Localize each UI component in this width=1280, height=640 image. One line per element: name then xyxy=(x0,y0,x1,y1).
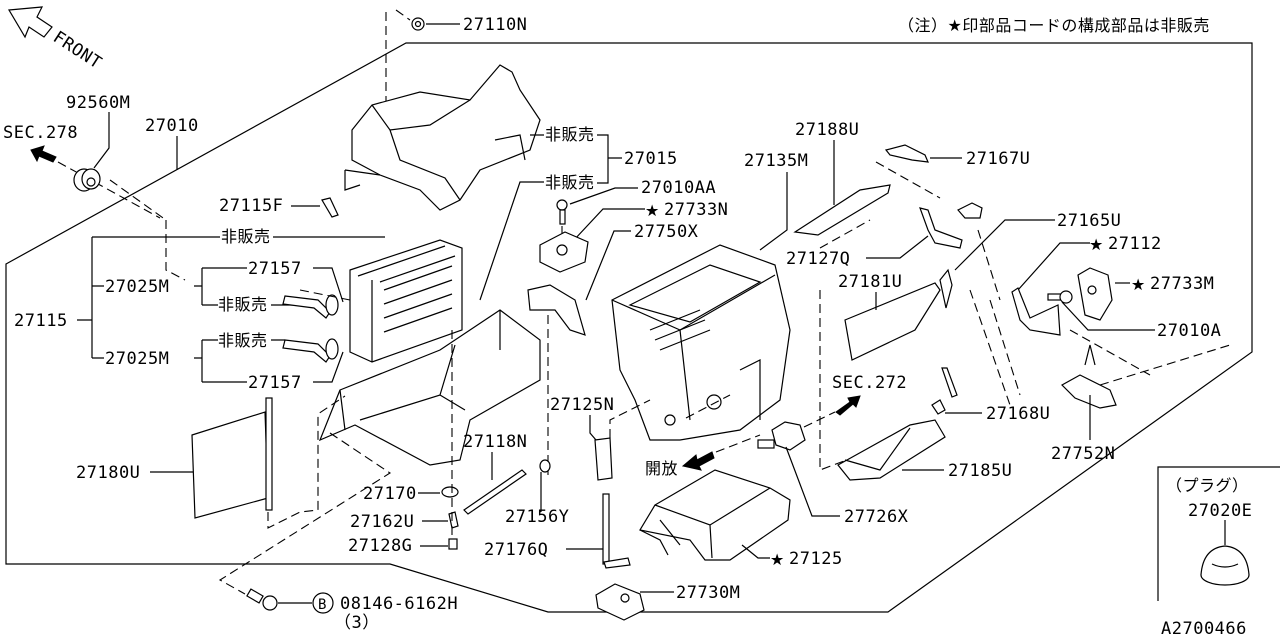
assembly-outline xyxy=(5,42,1253,613)
part-label-92560M: 92560M xyxy=(66,93,130,113)
part-label-27733N: 27733N xyxy=(664,200,728,220)
plug-box-frame xyxy=(1157,466,1280,601)
sec-278-label: SEC.278 xyxy=(3,123,78,143)
part-label-27010AA: 27010AA xyxy=(641,178,716,198)
part-label-27112: 27112 xyxy=(1108,234,1162,254)
note-text: （注）★印部品コードの構成部品は非販売 xyxy=(898,16,1210,35)
bolt-quantity: （3） xyxy=(334,613,380,633)
cover-27185U xyxy=(837,419,946,481)
non-sale-label-3: 非販売 xyxy=(221,227,271,246)
star-icon: ★ xyxy=(1133,274,1144,294)
lever-27165U xyxy=(939,268,953,309)
part-label-27188U: 27188U xyxy=(795,120,859,140)
part-label-27010: 27010 xyxy=(145,116,199,136)
part-label-27162U: 27162U xyxy=(350,512,414,532)
filter-27125N xyxy=(594,437,613,481)
part-label-27020E: 27020E xyxy=(1188,501,1252,521)
bolt-27128G xyxy=(448,538,458,550)
part-label-27176Q: 27176Q xyxy=(484,540,548,560)
link-27127Q xyxy=(919,202,983,249)
drawing-id: A2700466 xyxy=(1161,619,1247,639)
part-label-27125: 27125 xyxy=(789,549,843,569)
circled-b-icon: B xyxy=(312,592,334,614)
star-icon: ★ xyxy=(647,200,658,220)
part-label-27185U: 27185U xyxy=(948,461,1012,481)
part-label-27167U: 27167U xyxy=(966,149,1030,169)
actuator-27733N xyxy=(539,231,589,273)
part-label-27733M: 27733M xyxy=(1150,274,1214,294)
part-label-27170: 27170 xyxy=(363,484,417,504)
sec-278-arrow-icon xyxy=(30,145,57,163)
nut-27170 xyxy=(441,486,459,498)
heater-unit-case xyxy=(611,244,791,441)
part-label-27181U: 27181U xyxy=(838,272,902,292)
part-label-27115: 27115 xyxy=(14,311,68,331)
part-label-27180U: 27180U xyxy=(76,463,140,483)
seal-27181U xyxy=(844,282,941,361)
rod-27176Q xyxy=(602,493,631,569)
panel-27180U xyxy=(191,397,273,519)
part-label-27156Y: 27156Y xyxy=(505,507,569,527)
part-label-27025M-upper: 27025M xyxy=(105,277,169,297)
part-label-27168U: 27168U xyxy=(986,404,1050,424)
heater-core xyxy=(349,239,463,363)
non-sale-label-1: 非販売 xyxy=(545,125,595,144)
screw-27010A xyxy=(1047,290,1073,304)
part-label-27125N: 27125N xyxy=(550,395,614,415)
upper-duct-cover xyxy=(344,64,541,211)
sec-272-label: SEC.272 xyxy=(832,373,907,393)
lever-27162U xyxy=(448,511,459,529)
screw-27010AA xyxy=(556,199,568,225)
part-label-27157-upper: 27157 xyxy=(248,259,302,279)
part-label-08146-6162H: 08146-6162H xyxy=(340,594,458,614)
part-label-27730M: 27730M xyxy=(676,583,740,603)
star-icon: ★ xyxy=(772,549,783,569)
part-label-27750X: 27750X xyxy=(634,222,699,242)
part-label-27127Q: 27127Q xyxy=(786,249,850,269)
part-label-27135M: 27135M xyxy=(744,151,808,171)
seal-27188U xyxy=(793,184,891,236)
bracket-27750X xyxy=(527,284,586,336)
clip-27156Y xyxy=(539,459,551,473)
non-sale-label-4: 非販売 xyxy=(218,295,268,314)
star-icon: ★ xyxy=(1091,234,1102,254)
rod-27118N xyxy=(463,469,527,515)
open-label: 開放 xyxy=(645,459,678,478)
part-label-27128G: 27128G xyxy=(348,536,412,556)
sec-272-arrow-icon xyxy=(835,395,861,416)
front-arrow-icon xyxy=(7,6,53,39)
part-label-27157-lower: 27157 xyxy=(248,373,302,393)
valve-27726X xyxy=(757,421,806,451)
nut-27110N xyxy=(411,17,425,31)
lever-27167U xyxy=(884,144,929,163)
actuator-27733M xyxy=(1077,267,1113,321)
part-label-27726X: 27726X xyxy=(844,507,909,527)
bracket-27752N xyxy=(1061,344,1117,409)
svg-text:B: B xyxy=(318,597,327,613)
part-label-27110N: 27110N xyxy=(463,15,527,35)
heater-pipes xyxy=(282,294,339,363)
part-label-27115F: 27115F xyxy=(219,196,283,216)
bracket-27112 xyxy=(1011,287,1061,336)
front-label: FRONT xyxy=(49,27,105,73)
bolt-08146 xyxy=(246,588,278,611)
grommet-92560M xyxy=(73,168,101,192)
plug-cap-icon xyxy=(1200,545,1250,586)
part-label-27010A: 27010A xyxy=(1157,321,1221,341)
part-label-27752N: 27752N xyxy=(1051,444,1115,464)
heater-lower-case xyxy=(318,309,541,466)
non-sale-label-5: 非販売 xyxy=(218,331,268,350)
rod-27168U xyxy=(931,367,958,415)
open-arrow-icon xyxy=(681,451,715,471)
part-label-27015: 27015 xyxy=(624,149,678,169)
tray-27125 xyxy=(639,469,791,561)
actuator-27730M xyxy=(595,583,645,621)
part-label-27025M-lower: 27025M xyxy=(105,349,169,369)
part-label-27118N: 27118N xyxy=(463,432,527,452)
clip-27115F xyxy=(321,197,339,218)
part-label-27165U: 27165U xyxy=(1057,211,1121,231)
plug-box-title: （プラグ） xyxy=(1166,476,1249,495)
non-sale-label-2: 非販売 xyxy=(545,173,595,192)
